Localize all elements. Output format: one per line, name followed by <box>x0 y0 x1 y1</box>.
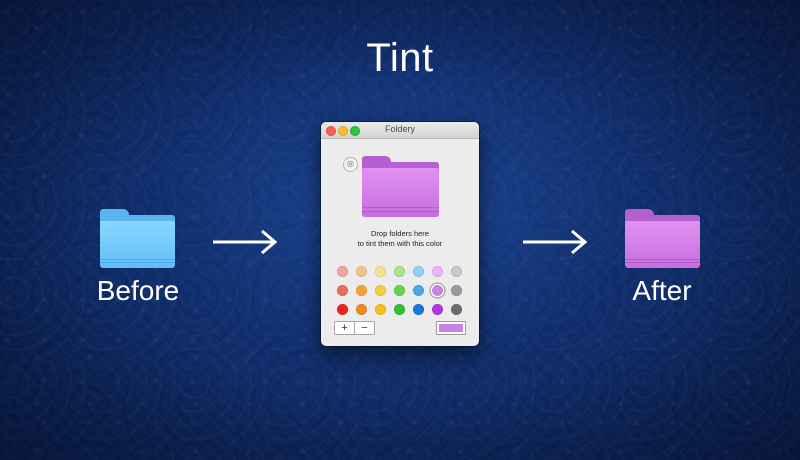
add-remove-segmented: + − <box>334 321 375 335</box>
color-swatch[interactable] <box>375 285 386 296</box>
color-swatch[interactable] <box>451 266 462 277</box>
color-well[interactable] <box>436 321 466 335</box>
color-swatch[interactable] <box>356 266 367 277</box>
color-swatch[interactable] <box>451 285 462 296</box>
color-swatch[interactable] <box>394 266 405 277</box>
color-swatch[interactable] <box>413 285 424 296</box>
add-color-button[interactable]: + <box>341 322 348 334</box>
color-swatch[interactable] <box>356 304 367 315</box>
window-titlebar[interactable]: Foldery <box>321 122 479 139</box>
color-well-fill <box>439 324 463 332</box>
color-swatch[interactable] <box>432 285 443 296</box>
color-swatch[interactable] <box>394 285 405 296</box>
page-heading: Tint <box>366 36 434 80</box>
color-swatch[interactable] <box>432 304 443 315</box>
clear-drop-icon[interactable]: ⊗ <box>343 157 358 172</box>
right-arrow-icon <box>523 229 588 255</box>
color-swatch[interactable] <box>337 304 348 315</box>
minimize-window-button[interactable] <box>338 126 348 136</box>
color-swatch[interactable] <box>413 304 424 315</box>
color-swatch[interactable] <box>356 285 367 296</box>
color-swatch[interactable] <box>451 304 462 315</box>
before-label: Before <box>96 275 180 306</box>
color-swatch[interactable] <box>394 304 405 315</box>
color-swatch[interactable] <box>375 266 386 277</box>
before-folder-icon <box>100 209 175 268</box>
zoom-window-button[interactable] <box>350 126 360 136</box>
foldery-window: Foldery ⊗ Drop folders here to tint them… <box>321 122 479 346</box>
color-swatch[interactable] <box>413 266 424 277</box>
color-swatch[interactable] <box>337 266 348 277</box>
close-window-button[interactable] <box>326 126 336 136</box>
color-palette <box>333 262 466 319</box>
preview-folder-icon <box>362 156 439 217</box>
after-label: After <box>632 275 692 306</box>
remove-color-button[interactable]: − <box>354 322 374 334</box>
drop-instructions: Drop folders here to tint them with this… <box>357 229 443 248</box>
window-title: Foldery <box>384 124 415 134</box>
color-swatch[interactable] <box>337 285 348 296</box>
color-swatch[interactable] <box>432 266 443 277</box>
color-swatch[interactable] <box>375 304 386 315</box>
right-arrow-icon <box>213 229 278 255</box>
after-folder-icon <box>625 209 700 268</box>
